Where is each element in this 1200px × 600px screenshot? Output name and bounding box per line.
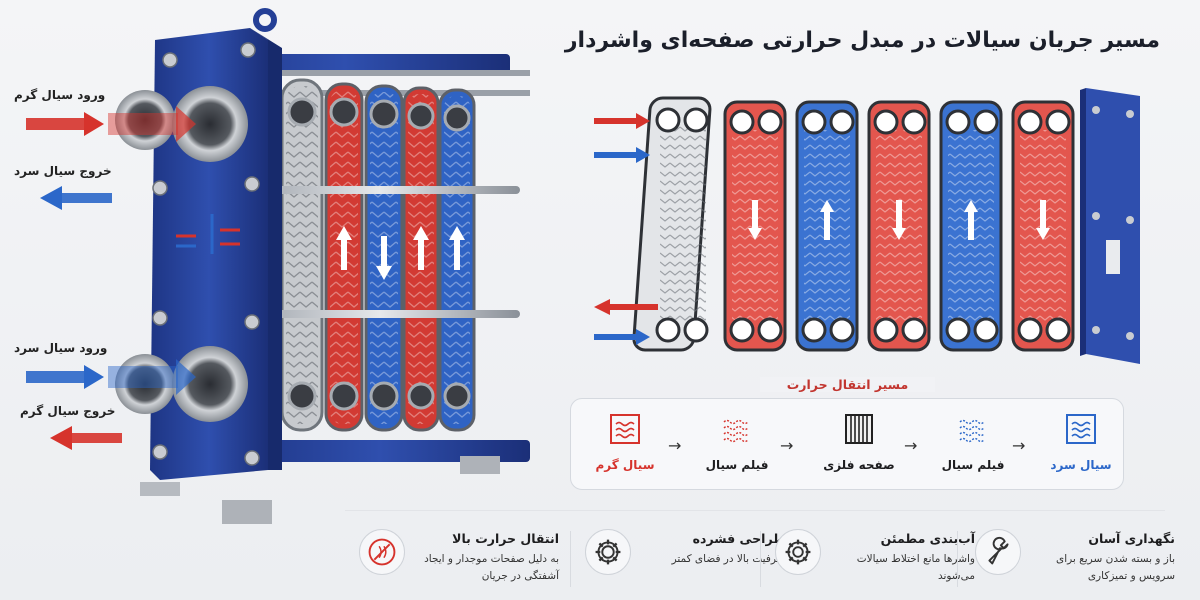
plates-flow-diagram xyxy=(594,88,1140,364)
metal-plate-icon xyxy=(845,414,873,444)
hot-wave-icon xyxy=(610,414,640,444)
path-label-hot-fluid: سیال گرم xyxy=(595,458,655,472)
path-label-hot-film: فیلم سیال xyxy=(705,458,769,472)
steel-plate xyxy=(632,96,712,352)
path-item-hot-film: فیلم سیال xyxy=(692,412,782,472)
hot-film-icon xyxy=(723,419,749,443)
gear-seal-icon xyxy=(775,529,821,575)
feature-reliable-sealing: آب‌بندی مطمئن واشرها مانع اختلاط سیالات … xyxy=(775,525,975,589)
gear-icon xyxy=(585,529,631,575)
path-label-metal-plate: صفحه فلزی xyxy=(823,458,895,472)
feature-title: آب‌بندی مطمئن xyxy=(880,531,975,546)
feature-divider xyxy=(760,531,761,587)
feature-title: نگهداری آسان xyxy=(1088,531,1175,546)
hot-inlet-label: ورود سیال گرم xyxy=(14,88,106,102)
cold-outlet-label: خروج سیال سرد xyxy=(14,164,112,178)
path-item-metal-plate: صفحه فلزی xyxy=(814,412,904,472)
cold-inlet-label: ورود سیال سرد xyxy=(14,341,108,355)
path-arrow-3: → xyxy=(904,436,918,455)
path-arrow-4: → xyxy=(1012,436,1026,455)
heat-exchanger-illustration xyxy=(26,8,530,524)
feature-desc: باز و بسته شدن سریع برای سرویس و تمیزکار… xyxy=(1055,553,1175,582)
heat-transfer-icon xyxy=(359,529,405,575)
feature-title: انتقال حرارت بالا xyxy=(452,531,559,546)
path-arrow-1: → xyxy=(668,436,682,455)
path-item-cold-film: فیلم سیال xyxy=(928,412,1018,472)
pressure-plate xyxy=(1080,88,1140,364)
path-label-cold-film: فیلم سیال xyxy=(941,458,1005,472)
page-title: مسیر جریان سیالات در مبدل حرارتی صفحه‌ای… xyxy=(564,28,1160,53)
path-arrow-2: → xyxy=(780,436,794,455)
features-bar: انتقال حرارت بالا به دلیل صفحات موجدار و… xyxy=(345,510,1175,590)
feature-desc: واشرها مانع اختلاط سیالات می‌شوند xyxy=(856,553,975,582)
cold-film-icon xyxy=(959,419,985,443)
feature-divider xyxy=(570,531,571,587)
path-item-hot-fluid: سیال گرم xyxy=(580,412,670,472)
path-label-cold-fluid: سیال سرد xyxy=(1050,458,1112,472)
wrench-icon xyxy=(975,529,1021,575)
feature-easy-maintenance: نگهداری آسان باز و بسته شدن سریع برای سر… xyxy=(975,525,1175,589)
feature-compact-design: طراحی فشرده ظرفیت بالا در فضای کمتر xyxy=(585,525,785,589)
feature-high-heat-transfer: انتقال حرارت بالا به دلیل صفحات موجدار و… xyxy=(359,525,559,589)
path-item-cold-fluid: سیال سرد xyxy=(1036,412,1126,472)
feature-desc: به دلیل صفحات موجدار و ایجاد آشفتگی در ج… xyxy=(424,553,559,582)
feature-title: طراحی فشرده xyxy=(692,531,785,546)
hot-outlet-label: خروج سیال گرم xyxy=(20,404,116,418)
heat-path-title: مسیر انتقال حرارت xyxy=(760,377,935,392)
cold-wave-icon xyxy=(1066,414,1096,444)
feature-divider xyxy=(957,531,958,587)
feature-desc: ظرفیت بالا در فضای کمتر xyxy=(671,553,785,565)
